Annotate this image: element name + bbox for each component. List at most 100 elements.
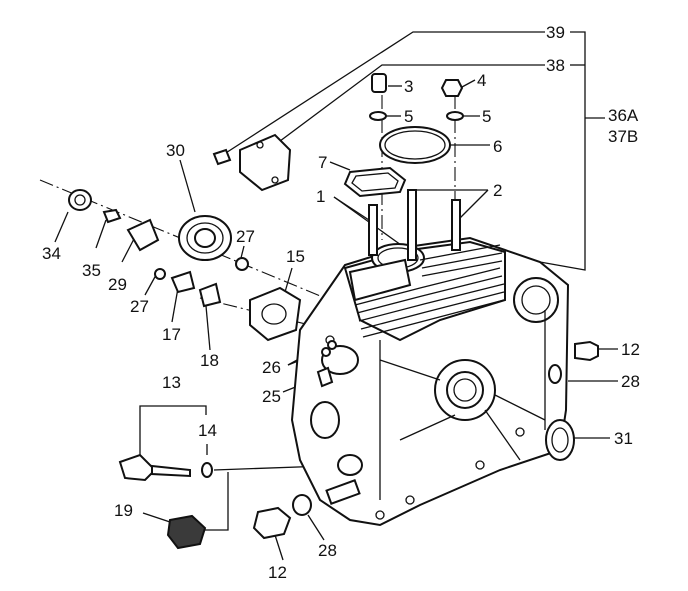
callout-35: 35: [82, 261, 101, 280]
callout-31: 31: [614, 429, 633, 448]
leader-12b: [274, 534, 284, 561]
breather-boss: [310, 401, 340, 439]
leader-4: [461, 79, 476, 88]
drain-plug-12a: [574, 340, 599, 362]
valve-port: [348, 258, 412, 302]
callout-14: 14: [198, 421, 217, 440]
stud-2: [451, 199, 461, 251]
leader-30: [179, 159, 196, 213]
leader-38: [267, 64, 545, 151]
callout-17: 17: [162, 325, 181, 344]
callout-26: 26: [262, 358, 281, 377]
dipstick-blade: [151, 464, 191, 478]
stud-1b: [407, 189, 417, 261]
leader-35: [95, 219, 107, 249]
callout-27a: 27: [236, 227, 255, 246]
leader-2b: [459, 189, 489, 219]
callout-4: 4: [477, 71, 486, 90]
callout-labels: 39 38 36A 37B 3 4 5 5 6 7 1 2 30 34 35 2…: [42, 23, 640, 582]
oil-seal-31: [545, 419, 575, 461]
pin-26b: [321, 347, 331, 357]
governor-parts: [154, 257, 337, 388]
nut-4: [440, 79, 464, 97]
callout-13: 13: [162, 373, 181, 392]
leader-36a-bracket: [539, 31, 586, 271]
cooling-fins: [354, 244, 505, 338]
callout-34: 34: [42, 244, 61, 263]
leader-19: [142, 512, 171, 523]
o-ring-14: [201, 462, 213, 478]
washer-28a: [548, 364, 562, 384]
washer-5b: [446, 111, 464, 121]
gasket-6: [379, 126, 451, 164]
dipstick-cap: [118, 453, 157, 482]
left-crank-parts: [68, 189, 232, 261]
bottom-parts: [252, 494, 312, 540]
callout-25: 25: [262, 387, 281, 406]
dipstick-parts: [118, 453, 213, 550]
callout-6: 6: [493, 137, 502, 156]
main-bearing-bore: [446, 371, 484, 409]
top-parts: [343, 73, 464, 198]
callout-39: 39: [546, 23, 565, 42]
leader-39: [217, 31, 545, 159]
crankcase: [290, 236, 570, 527]
callout-38: 38: [546, 56, 565, 75]
leader-34: [54, 211, 69, 243]
screw-35: [102, 208, 122, 224]
nut-27a: [235, 257, 249, 271]
washer-5a: [369, 111, 387, 121]
drain-boss: [325, 479, 361, 505]
right-side-parts: [545, 340, 599, 461]
callout-2: 2: [493, 181, 502, 200]
leader-7: [329, 161, 351, 171]
callout-3: 3: [404, 77, 413, 96]
cover-plate: [239, 133, 292, 192]
callout-30: 30: [166, 141, 185, 160]
stud-1a: [368, 204, 378, 256]
gasket-7: [343, 166, 407, 198]
washer-28b: [292, 494, 312, 516]
callout-36a: 36A: [608, 106, 639, 125]
callout-18: 18: [200, 351, 219, 370]
callout-5b: 5: [482, 107, 491, 126]
clip-18: [198, 282, 222, 308]
callout-5a: 5: [404, 107, 413, 126]
breather-cover: [212, 133, 292, 192]
oil-seal-34: [68, 189, 92, 211]
gasket-15: [249, 286, 302, 342]
plug-19: [166, 514, 207, 550]
leader-19b: [205, 472, 229, 531]
cover-screw: [212, 148, 232, 166]
callout-29: 29: [108, 275, 127, 294]
pin-25: [316, 366, 334, 388]
leader-18: [205, 305, 211, 351]
drain-plug-12b: [252, 506, 292, 540]
callout-15: 15: [286, 247, 305, 266]
callout-1: 1: [316, 187, 325, 206]
studs: [368, 189, 461, 261]
callout-7: 7: [318, 153, 327, 172]
callout-12b: 12: [268, 563, 287, 582]
callout-28a: 28: [621, 372, 640, 391]
leader-13-bracket: [139, 405, 207, 460]
callout-19: 19: [114, 501, 133, 520]
plate-29: [126, 218, 160, 252]
nut-27b: [154, 268, 166, 280]
callout-37b: 37B: [608, 127, 638, 146]
clip-17: [170, 270, 196, 294]
leader-15: [284, 267, 293, 293]
nut-3: [371, 73, 387, 93]
crankcase-boss-right: [513, 277, 559, 323]
pin-26a: [327, 340, 337, 350]
callout-28b: 28: [318, 541, 337, 560]
leader-28b: [307, 514, 325, 541]
leader-17: [171, 287, 179, 323]
leader-27b: [144, 274, 157, 296]
callout-27b: 27: [130, 297, 149, 316]
callout-12a: 12: [621, 340, 640, 359]
governor-boss: [321, 345, 359, 375]
oil-fill-boss: [337, 454, 363, 476]
